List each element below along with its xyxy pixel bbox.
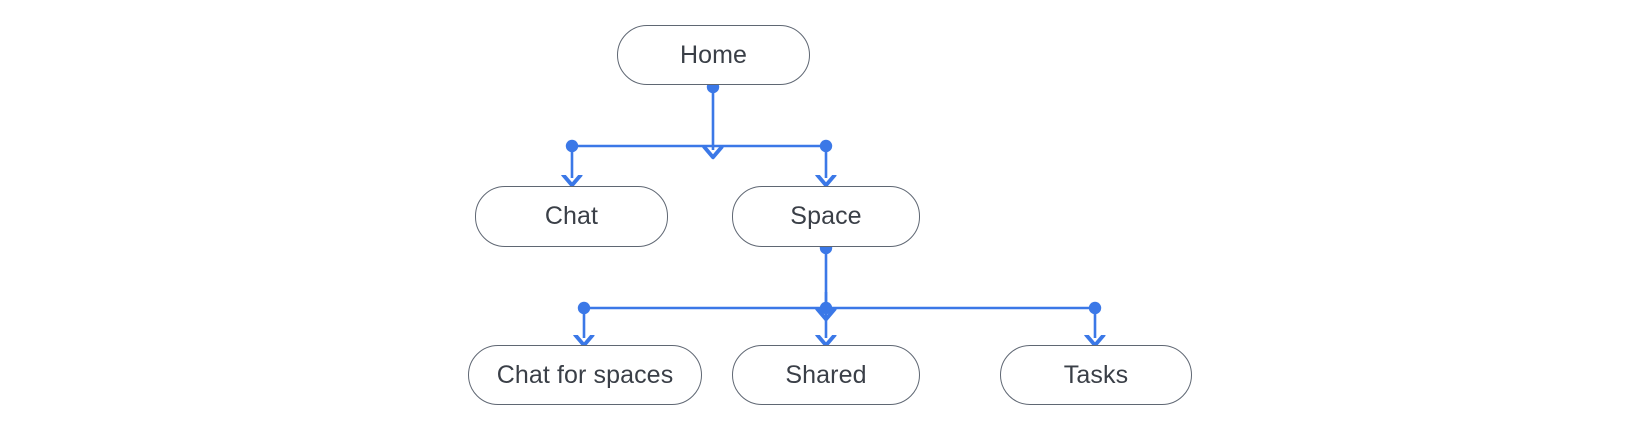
node-home[interactable]: Home xyxy=(617,25,810,85)
node-tasks-label: Tasks xyxy=(1063,360,1129,389)
dot-bus1-right xyxy=(819,139,833,153)
node-shared[interactable]: Shared xyxy=(732,345,920,405)
dot-bus2-center xyxy=(819,301,833,315)
node-chat[interactable]: Chat xyxy=(475,186,668,247)
node-chat-label: Chat xyxy=(544,202,599,230)
node-shared-label: Shared xyxy=(785,360,867,389)
node-space[interactable]: Space xyxy=(732,186,920,247)
node-chat-for-spaces[interactable]: Chat for spaces xyxy=(468,345,702,405)
dot-bus1-left xyxy=(565,139,579,153)
dot-bus2-right xyxy=(1088,301,1102,315)
node-chat-for-spaces-label: Chat for spaces xyxy=(496,360,674,389)
node-home-label: Home xyxy=(679,40,748,69)
node-space-label: Space xyxy=(790,202,862,230)
dot-bus2-left xyxy=(577,301,591,315)
node-tasks[interactable]: Tasks xyxy=(1000,345,1192,405)
